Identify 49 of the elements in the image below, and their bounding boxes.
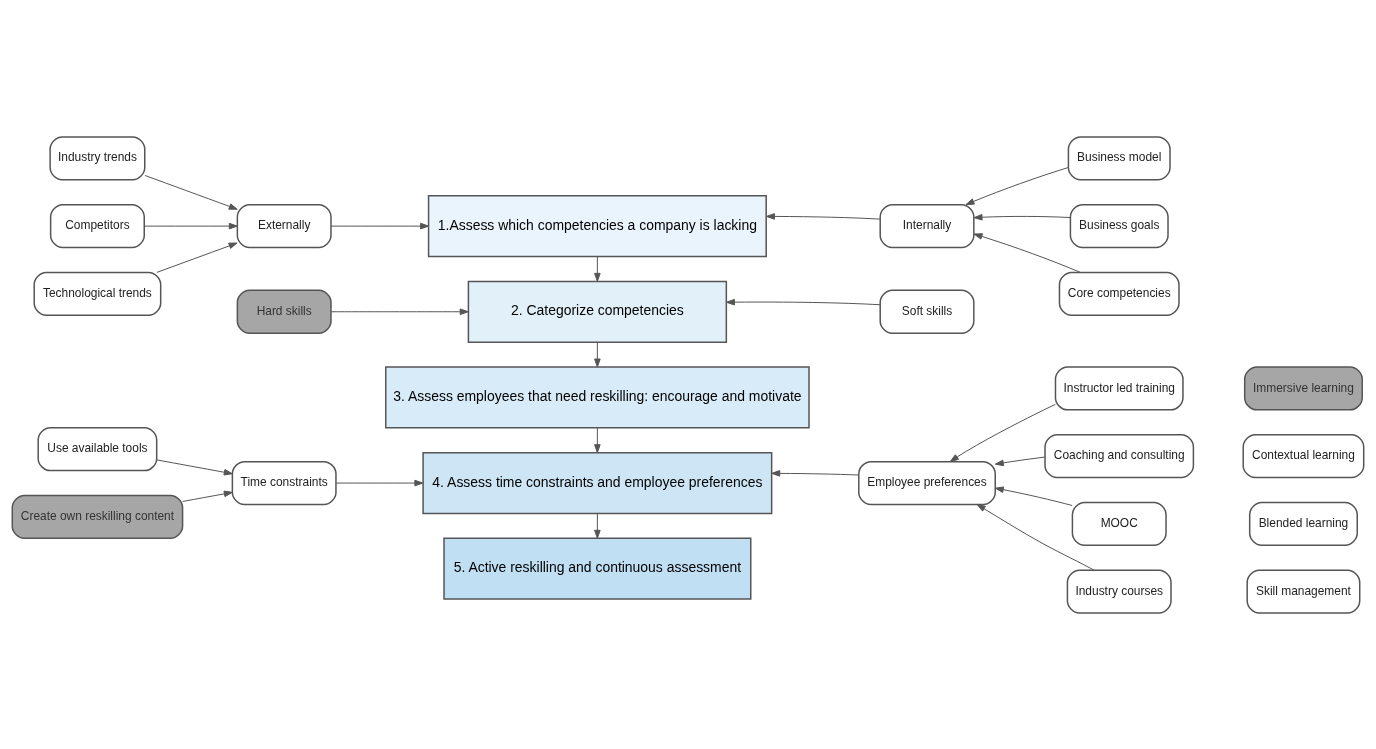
node-box: Employee preferences [858, 460, 996, 505]
arrow [949, 403, 1056, 462]
node-box: 2. Categorize competencies [467, 280, 728, 343]
node-box: Create own reskilling content [11, 494, 184, 539]
node-box: 5. Active reskilling and continuous assessment [443, 537, 752, 600]
arrow [976, 503, 1095, 571]
node-box: Instructor led training [1054, 365, 1184, 411]
arrow [144, 222, 238, 229]
node-box: Externally [236, 203, 332, 248]
node-box: Immersive learning [1243, 365, 1363, 411]
arrow [994, 485, 1073, 506]
node-box: Business goals [1069, 203, 1169, 248]
arrow [182, 490, 233, 502]
node-box: Industry trends [49, 135, 146, 181]
arrow [594, 512, 601, 539]
node-box: MOOC [1071, 501, 1167, 546]
node-box: 1.Assess which competencies a company is lacking [427, 194, 767, 257]
node-box: Blended learning [1248, 501, 1358, 546]
arrow [330, 222, 430, 229]
arrow [725, 298, 881, 305]
arrow [156, 458, 233, 476]
arrow [994, 456, 1046, 466]
node-box: Contextual learning [1242, 433, 1365, 478]
arrow [973, 232, 1081, 273]
node-box: Internally [879, 203, 975, 248]
node-box: 3. Assess employees that need reskilling: encourage and motivate [385, 365, 810, 429]
arrow [594, 255, 601, 282]
arrow [766, 212, 881, 220]
node-box: Coaching and consulting [1044, 433, 1195, 478]
node-box: Time constraints [231, 460, 337, 505]
node-box: Soft skills [879, 289, 975, 334]
arrow [594, 341, 601, 367]
arrow [330, 307, 469, 315]
node-box: Core competencies [1058, 271, 1180, 316]
node-box: Hard skills [236, 289, 332, 334]
arrow [973, 213, 1071, 221]
arrow [594, 427, 601, 453]
arrow [144, 174, 238, 210]
arrow [771, 469, 860, 477]
node-box: Business model [1067, 135, 1171, 181]
node-box: 4. Assess time constraints and employee preferences [422, 451, 773, 514]
node-box: Skill management [1246, 568, 1361, 614]
node-box: Industry courses [1066, 568, 1172, 614]
node-box: Technological trends [33, 271, 162, 316]
node-box: Competitors [49, 203, 145, 248]
arrow [965, 166, 1069, 205]
arrow [335, 479, 424, 486]
arrow [156, 242, 238, 273]
node-box: Use available tools [37, 426, 158, 471]
